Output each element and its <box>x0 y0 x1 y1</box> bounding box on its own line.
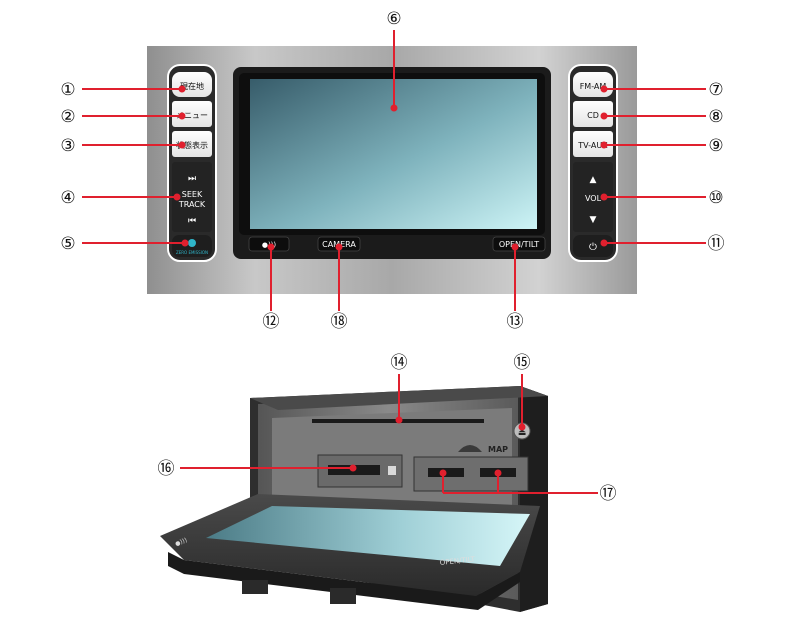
callout-14: ⑭ <box>391 353 408 373</box>
open-unit: ⏏ MAP OPEN/TILT ●))) <box>160 386 548 612</box>
status-display-label: 状態表示 <box>176 140 208 150</box>
menu-label: メニュー <box>176 111 208 120</box>
callout-18: ⑱ <box>331 312 348 332</box>
open-tilt-label: OPEN/TILT <box>499 240 539 249</box>
open-callout-lines <box>180 374 598 494</box>
status-display-button[interactable] <box>172 131 212 157</box>
tv-aux-label: TV-AUX <box>577 141 608 150</box>
screen-bezel: ●))) CAMERA OPEN/TILT <box>233 67 551 259</box>
front-callout-lines <box>82 30 706 311</box>
callout-9: ⑨ <box>708 136 723 156</box>
vol-button[interactable] <box>573 162 613 232</box>
callout-8: ⑧ <box>708 107 723 127</box>
front-callout-numbers: ① ② ③ ④ ⑤ ⑥ ⑦ ⑧ ⑨ ⑩ ⑪ ⑫ ⑱ ⑬ <box>60 9 724 332</box>
eco-label: ZERO EMISSION <box>176 250 208 255</box>
power-icon: ⏻ <box>589 242 597 253</box>
callout-6: ⑥ <box>386 9 401 29</box>
eco-leaf-icon <box>188 239 196 247</box>
vol-label: VOL <box>585 194 602 203</box>
left-button-column: 現在地 メニュー 状態表示 ⏭ SEEK TRACK ⏮ ZERO EMISSI… <box>167 64 217 262</box>
callout-15: ⑮ <box>514 353 531 373</box>
seek-prev-icon: ⏮ <box>188 216 196 226</box>
open-tilt-lid-label: OPEN/TILT <box>439 555 476 567</box>
vol-down-icon: ▼ <box>590 215 597 225</box>
tv-aux-button[interactable] <box>573 131 613 157</box>
callout-5: ⑤ <box>60 234 75 254</box>
current-location-label: 現在地 <box>180 81 204 91</box>
callout-2: ② <box>60 107 75 127</box>
callout-1: ① <box>60 80 75 100</box>
callout-13: ⑬ <box>507 312 524 332</box>
cd-button[interactable] <box>573 101 613 127</box>
callout-16: ⑯ <box>158 459 175 479</box>
seek-track-button[interactable] <box>172 162 212 232</box>
vol-up-icon: ▲ <box>590 175 597 185</box>
menu-button[interactable] <box>172 101 212 127</box>
callout-7: ⑦ <box>708 80 723 100</box>
cd-label: CD <box>587 111 599 120</box>
eject-icon: ⏏ <box>518 428 527 438</box>
callout-4: ④ <box>60 188 75 208</box>
right-button-column: FM-AM CD TV-AUX ▲ VOL ▼ ⏻ <box>568 64 618 262</box>
fm-am-label: FM-AM <box>580 82 607 91</box>
bluetooth-lid-label: ●))) <box>174 537 188 548</box>
open-callout-numbers: ⑭ ⑮ ⑯ ⑰ <box>158 353 617 504</box>
track-label: TRACK <box>178 200 206 209</box>
callout-12: ⑫ <box>263 312 280 332</box>
tilted-screen <box>206 506 530 566</box>
callout-10: ⑩ <box>708 188 723 208</box>
open-tilt-button[interactable] <box>492 236 546 252</box>
callout-11: ⑪ <box>708 234 725 254</box>
callout-3: ③ <box>60 136 75 156</box>
seek-label: SEEK <box>182 190 203 199</box>
callout-17: ⑰ <box>600 484 617 504</box>
bluetooth-button[interactable] <box>248 236 290 252</box>
map-label: MAP <box>488 445 508 454</box>
seek-next-icon: ⏭ <box>188 174 196 184</box>
